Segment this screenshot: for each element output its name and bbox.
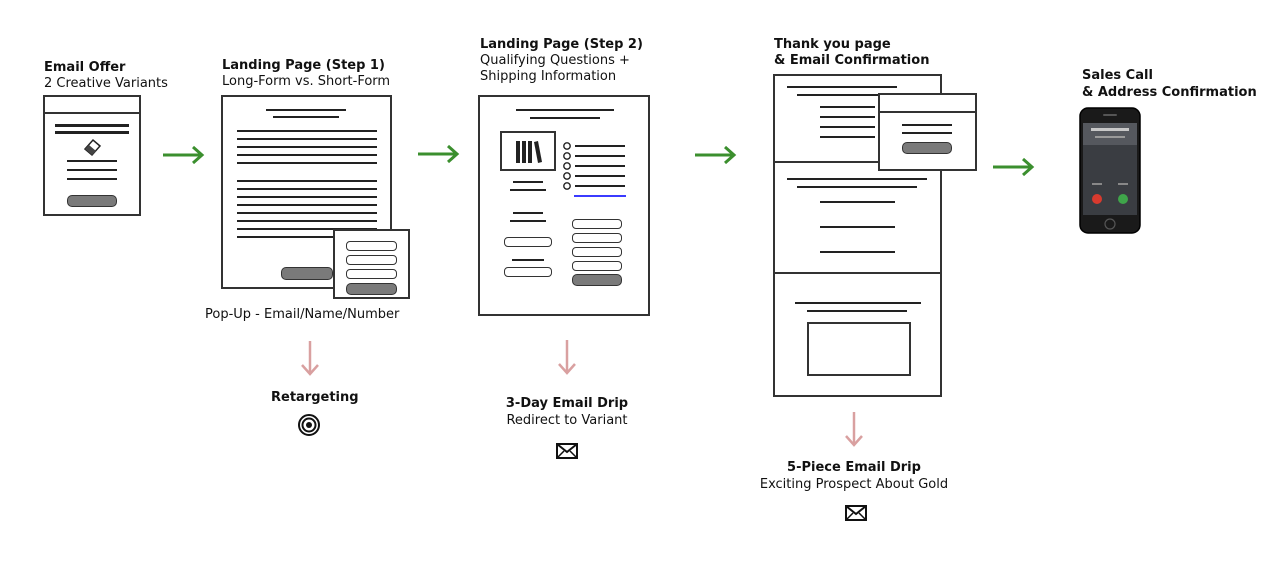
landing1-caption: Pop-Up - Email/Name/Number <box>205 307 400 322</box>
drip3-subtitle: Redirect to Variant <box>506 413 628 428</box>
branch-arrow-1 <box>301 341 319 376</box>
landing2-cta-button <box>572 274 622 286</box>
flow-arrow-1 <box>163 145 205 165</box>
landing2-subtitle-line2: Shipping Information <box>480 69 617 84</box>
popup-form-mockup <box>333 229 410 299</box>
radio-options <box>563 142 571 190</box>
confirmation-popup-mockup <box>878 93 977 171</box>
eraser-icon <box>83 138 102 157</box>
thankyou-mockup <box>773 74 942 397</box>
drip5-title: 5-Piece Email Drip <box>787 460 921 475</box>
book-icon <box>516 141 542 163</box>
email-offer-subtitle: 2 Creative Variants <box>44 76 168 91</box>
landing1-mockup <box>221 95 392 289</box>
landing1-title: Landing Page (Step 1) <box>222 58 385 73</box>
landing2-mockup <box>478 95 650 316</box>
landing1-cta-button <box>281 267 333 280</box>
target-icon <box>298 414 320 436</box>
envelope-icon <box>845 505 867 521</box>
flow-arrow-2 <box>418 144 460 164</box>
email-offer-mockup <box>43 95 141 216</box>
smartphone-icon <box>1079 107 1141 234</box>
landing2-subtitle-line1: Qualifying Questions + <box>480 53 630 68</box>
envelope-icon <box>556 443 578 459</box>
thankyou-title-line1: Thank you page <box>774 37 891 52</box>
flow-arrow-3 <box>695 145 737 165</box>
branch-arrow-3 <box>845 412 863 447</box>
landing2-title: Landing Page (Step 2) <box>480 37 643 52</box>
thankyou-title-line2: & Email Confirmation <box>774 53 930 68</box>
sales-title-line2: & Address Confirmation <box>1082 85 1257 100</box>
email-offer-title: Email Offer <box>44 60 126 75</box>
drip5-subtitle: Exciting Prospect About Gold <box>759 477 949 492</box>
drip3-title: 3-Day Email Drip <box>505 396 629 411</box>
book-image <box>500 131 556 171</box>
landing1-subtitle: Long-Form vs. Short-Form <box>222 74 391 89</box>
sales-title-line1: Sales Call <box>1082 68 1153 83</box>
email-offer-cta-button <box>67 195 117 207</box>
flow-arrow-4 <box>993 157 1035 177</box>
branch-arrow-2 <box>558 340 576 375</box>
retargeting-title: Retargeting <box>271 390 359 405</box>
